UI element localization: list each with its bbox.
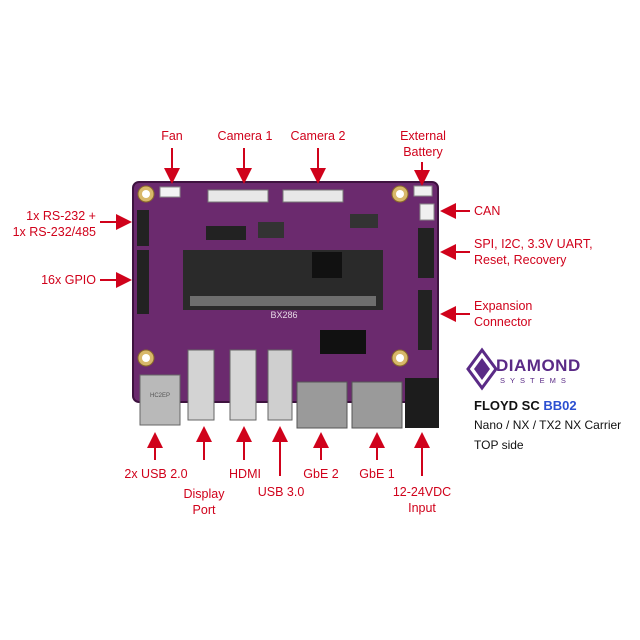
silkscreen-text: BX286 — [270, 310, 297, 320]
label-gpio: 16x GPIO — [20, 272, 96, 288]
brand-name: DIAMOND — [496, 356, 581, 375]
label-line: SPI, I2C, 3.3V UART, — [474, 237, 593, 251]
label-gbe-2: GbE 2 — [298, 466, 344, 482]
label-gbe-1: GbE 1 — [354, 466, 400, 482]
product-title: FLOYD SC BB02 — [474, 398, 577, 413]
label-line: Fan — [161, 129, 183, 143]
label-line: GbE 1 — [359, 467, 395, 481]
product-prefix: FLOYD SC — [474, 398, 544, 413]
label-camera-2: Camera 2 — [283, 128, 353, 144]
label-camera-1: Camera 1 — [210, 128, 280, 144]
diamond-logo-icon — [466, 347, 498, 391]
label-line: Port — [192, 503, 216, 517]
label-line: 1x RS-232/485 — [12, 225, 96, 239]
label-usb-2: 2x USB 2.0 — [116, 466, 196, 482]
product-line-1: Nano / NX / TX2 NX Carrier — [474, 418, 622, 432]
label-line: External — [400, 129, 446, 143]
usb-label-text: HC2EP — [150, 393, 170, 399]
carrier-board: BX286 HC2EP — [132, 181, 439, 429]
label-can: CAN — [474, 203, 500, 219]
label-spi-i2c: SPI, I2C, 3.3V UART, Reset, Recovery — [474, 236, 593, 268]
label-line: Input — [408, 501, 436, 515]
label-fan: Fan — [150, 128, 194, 144]
label-line: 2x USB 2.0 — [124, 467, 188, 481]
brand-subtitle: SYSTEMS — [500, 376, 571, 385]
label-rs232: 1x RS-232 + 1x RS-232/485 — [4, 208, 96, 240]
product-model: BB02 — [543, 398, 577, 413]
label-line: 1x RS-232 + — [26, 209, 96, 223]
label-line: Expansion — [474, 299, 533, 313]
label-line: USB 3.0 — [257, 485, 305, 499]
callout-arrows — [100, 148, 470, 476]
label-line: GbE 2 — [303, 467, 339, 481]
label-usb-3: USB 3.0 — [252, 484, 310, 500]
label-line: Connector — [474, 315, 532, 329]
label-line: Camera 1 — [217, 129, 273, 143]
label-line: Display — [183, 487, 225, 501]
label-line: Camera 2 — [290, 129, 346, 143]
label-line: 16x GPIO — [41, 273, 96, 287]
label-power-input: 12-24VDC Input — [384, 484, 460, 516]
label-line: Reset, Recovery — [474, 253, 567, 267]
label-line: CAN — [474, 204, 501, 218]
product-line-2: TOP side — [474, 438, 524, 452]
label-line: HDMI — [229, 467, 261, 481]
label-line: Battery — [403, 145, 443, 159]
label-hdmi: HDMI — [224, 466, 266, 482]
label-line: 12-24VDC — [392, 485, 452, 499]
